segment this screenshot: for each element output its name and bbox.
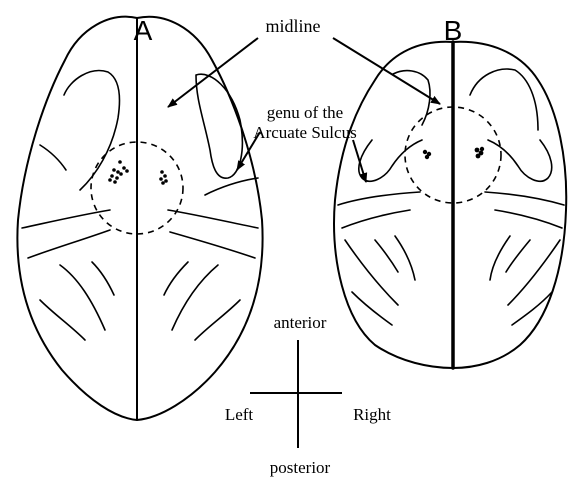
brain-a-left-sulcus-2 — [28, 230, 110, 258]
brain-b-right-frontal-contour — [470, 69, 538, 130]
brain-a-left-sulcus-5 — [40, 300, 85, 340]
brain-b-left-sulcus-5 — [395, 236, 415, 280]
brain-a-right-sulcus-5 — [195, 300, 240, 340]
brain-b-left-site-cluster — [423, 150, 431, 159]
midline-label: midline — [266, 16, 321, 36]
brain-a-right-sulcus-2 — [170, 232, 255, 258]
brain-b-left-sulcus-6 — [352, 292, 392, 325]
brain-a-left-site-cluster — [108, 160, 129, 184]
midline-arrow-b — [333, 38, 440, 104]
genu-label-line2: Arcuate Sulcus — [253, 123, 356, 142]
brain-a-left-sulcus-1 — [22, 210, 110, 228]
brain-b-right-hemisphere — [453, 42, 566, 368]
posterior-label: posterior — [270, 458, 331, 477]
brain-b-left-sulcus-3 — [345, 240, 398, 305]
brain-b-right-sulcus-5 — [490, 236, 510, 280]
brain-a-right-hemisphere — [137, 17, 263, 420]
brain-b-right-arcuate-sulcus — [488, 140, 552, 181]
brain-b-left-sulcus-1 — [338, 192, 420, 205]
brain-b — [334, 42, 566, 368]
brain-a-right-lateral-sulcus — [205, 178, 258, 195]
brain-a-left-sulcus-3 — [60, 265, 105, 330]
brain-b-left-hemisphere — [334, 42, 453, 368]
anterior-label: anterior — [274, 313, 327, 332]
brain-a-right-arcuate-sulcus — [196, 74, 242, 178]
brain-b-right-site-cluster — [475, 147, 485, 159]
brain-a-left-sulcus-4 — [92, 262, 114, 295]
brain-a-right-sulcus-3 — [172, 265, 218, 330]
midline-arrow-a — [168, 38, 258, 107]
brain-b-left-sulcus-4 — [375, 240, 398, 272]
genu-arrow-a — [237, 132, 260, 170]
brain-b-left-sulcus-2 — [342, 210, 410, 228]
right-label: Right — [353, 405, 391, 424]
brain-a-right-sulcus-1 — [168, 210, 258, 228]
left-label: Left — [225, 405, 254, 424]
brain-b-right-sulcus-2 — [495, 210, 562, 228]
genu-label-line1: genu of the — [267, 103, 343, 122]
brain-a-left-frontal-sulcus — [64, 71, 120, 190]
brain-a-right-site-cluster — [159, 170, 168, 185]
brain-a-left-principal-sulcus — [40, 145, 66, 170]
brain-b-right-sulcus-1 — [485, 192, 564, 205]
brain-a-right-sulcus-4 — [164, 262, 188, 295]
brain-b-right-sulcus-4 — [506, 240, 530, 272]
brain-b-left-arcuate-sulcus — [359, 140, 422, 181]
brain-a — [17, 17, 262, 420]
brain-a-left-hemisphere — [17, 17, 137, 420]
